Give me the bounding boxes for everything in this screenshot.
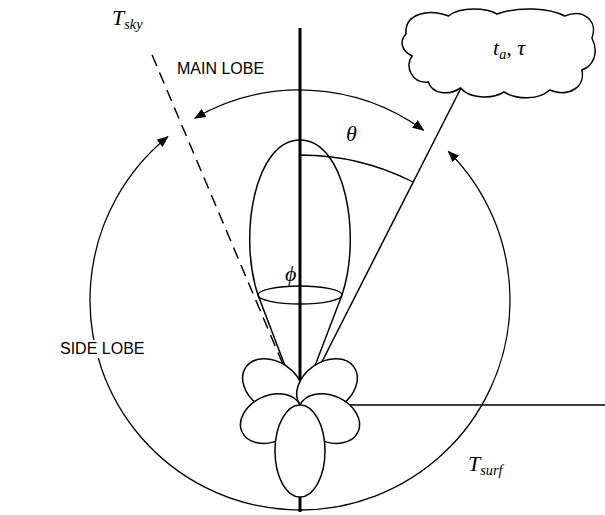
cloud-label: ta, τ [493, 36, 525, 63]
cloud-shape: ta, τ [398, 4, 600, 102]
angle-label: θ [344, 122, 359, 146]
sky-line [150, 50, 290, 381]
region-label: SIDE LOBE [58, 340, 146, 358]
temperature-label: Tsurf [468, 452, 503, 479]
main-lobe-arc [195, 90, 423, 130]
side-lobe-arc [90, 137, 510, 510]
region-label: MAIN LOBE [175, 60, 266, 78]
angle-label: ϕ [285, 262, 296, 286]
lobe-arcs [90, 90, 510, 510]
theta-arc [300, 155, 413, 182]
side-lobe [275, 405, 325, 497]
beam-ellipse [258, 286, 342, 304]
side-lobes [232, 347, 368, 497]
view-line [300, 86, 462, 405]
temperature-label: Tsky [112, 6, 143, 33]
